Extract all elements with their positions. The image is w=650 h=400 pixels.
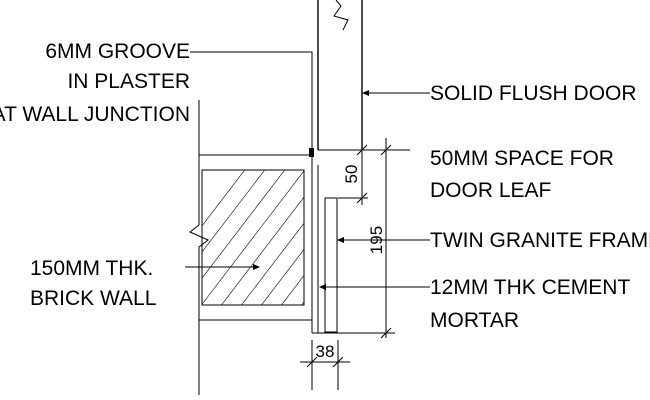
brick-wall xyxy=(201,169,305,306)
leader-lines xyxy=(185,51,430,290)
wall-label-line1: 150MM THK. xyxy=(30,257,153,280)
mortar-layer xyxy=(311,155,338,334)
door-label: SOLID FLUSH DOOR xyxy=(430,82,637,105)
dim-frame-width: 38 xyxy=(316,342,335,361)
groove-mark xyxy=(309,148,314,157)
groove-label-line2: IN PLASTER xyxy=(67,70,190,93)
space-label-line1: 50MM SPACE FOR xyxy=(430,147,614,170)
annotations: 6MM GROOVE IN PLASTER AT WALL JUNCTION S… xyxy=(0,40,650,361)
mortar-label-line2: MORTAR xyxy=(430,309,519,332)
wall-label-line2: BRICK WALL xyxy=(30,287,156,310)
mortar-label-line1: 12MM THK CEMENT xyxy=(430,276,630,299)
frame-label: TWIN GRANITE FRAME xyxy=(430,229,650,252)
dim-frame-depth: 195 xyxy=(367,226,386,254)
groove-label-line1: 6MM GROOVE xyxy=(45,40,190,63)
groove-label-line3: AT WALL JUNCTION xyxy=(0,103,190,126)
door-leaf xyxy=(317,0,363,151)
wall-outline xyxy=(189,100,312,395)
granite-frame xyxy=(324,197,338,333)
dim-space: 50 xyxy=(342,165,361,184)
space-label-line2: DOOR LEAF xyxy=(430,179,551,202)
dimension-lines xyxy=(300,138,395,390)
